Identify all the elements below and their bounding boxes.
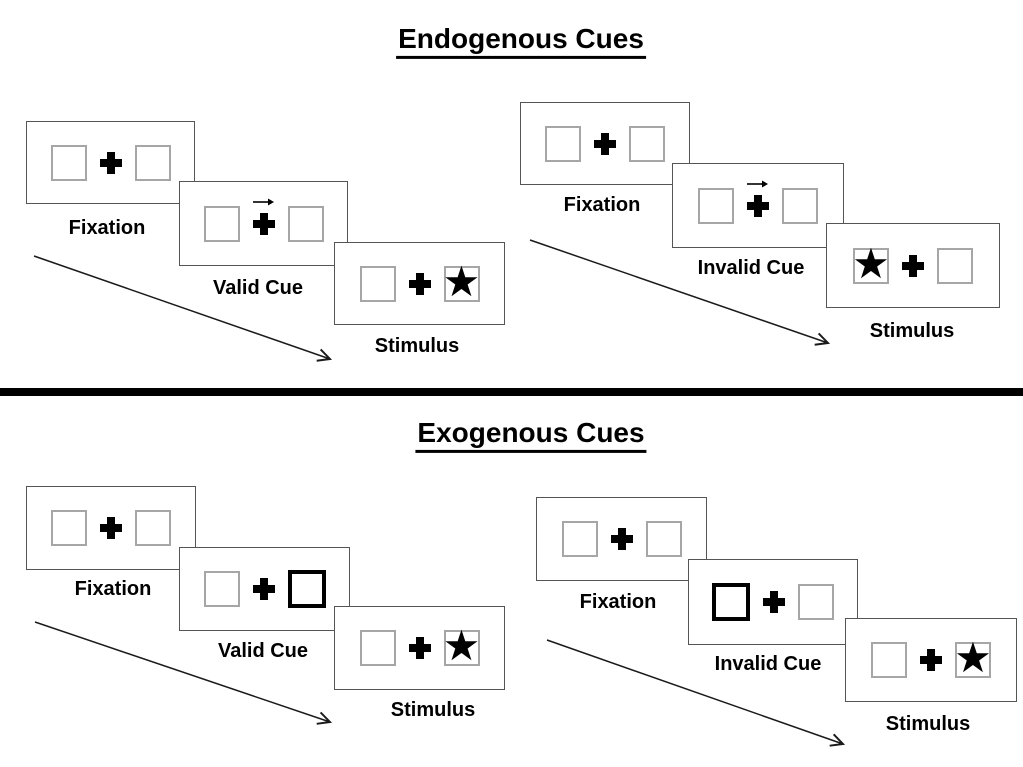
panel-label-fixation: Fixation — [74, 578, 152, 600]
fixation-cross-icon — [747, 194, 769, 217]
panel-label-invalid-cue: Invalid Cue — [714, 653, 822, 675]
fixation-cross-icon — [763, 591, 785, 613]
placeholder-box-left — [51, 510, 87, 546]
cue-panel — [688, 559, 858, 645]
placeholder-box-right — [798, 584, 834, 620]
fixation-cross-icon — [920, 649, 942, 671]
section-title-endogenous: Endogenous Cues — [396, 23, 646, 60]
placeholder-box-left — [561, 521, 598, 557]
fixation-cross-icon — [594, 132, 616, 155]
section-title-exogenous: Exogenous Cues — [415, 417, 647, 454]
placeholder-box-left — [871, 642, 907, 678]
fixation-cross-icon — [610, 528, 633, 550]
cue-box-highlight-left — [712, 583, 750, 621]
target-box-right: ★ — [443, 260, 481, 302]
placeholder-box-right — [135, 510, 171, 546]
panel-label-valid-cue: Valid Cue — [212, 277, 304, 299]
stimulus-panel: ★ — [334, 606, 505, 690]
fixation-panel — [520, 102, 690, 185]
panel-label-stimulus: Stimulus — [869, 320, 955, 342]
panel-label-stimulus: Stimulus — [390, 699, 476, 721]
target-box-right: ★ — [954, 637, 992, 679]
placeholder-box-left — [50, 144, 87, 181]
sequence-arrow-endogenous-valid — [33, 255, 333, 362]
panel-label-fixation: Fixation — [68, 217, 146, 239]
fixation-cross-icon — [408, 637, 431, 659]
placeholder-box-right — [782, 187, 818, 224]
cue-box-highlight-right — [287, 570, 326, 608]
panel-label-stimulus: Stimulus — [374, 335, 460, 357]
cue-arrow-right-icon — [747, 180, 768, 187]
stimulus-panel: ★ — [334, 242, 505, 325]
fixation-panel — [26, 486, 196, 570]
placeholder-box-left — [203, 571, 240, 607]
target-box-right: ★ — [443, 625, 481, 667]
panel-label-fixation: Fixation — [563, 194, 641, 216]
placeholder-box-left — [359, 265, 396, 302]
placeholder-box-right — [937, 247, 973, 284]
placeholder-box-right — [645, 521, 682, 557]
target-box-left: ★ — [852, 242, 890, 284]
cue-arrow-right-icon — [252, 198, 274, 205]
fixation-panel — [536, 497, 707, 581]
target-star-icon: ★ — [852, 239, 890, 287]
target-star-icon: ★ — [442, 622, 481, 669]
fixation-panel — [26, 121, 195, 204]
panel-label-valid-cue: Valid Cue — [217, 640, 309, 662]
fixation-cross-icon — [252, 212, 275, 235]
placeholder-box-left — [545, 125, 581, 162]
cue-panel — [179, 547, 350, 631]
sequence-arrow-exogenous-valid — [34, 621, 333, 725]
panel-label-invalid-cue: Invalid Cue — [697, 257, 805, 279]
placeholder-box-right — [629, 125, 665, 162]
stimulus-panel: ★ — [826, 223, 1000, 308]
stimulus-panel: ★ — [845, 618, 1017, 702]
placeholder-box-right — [134, 144, 171, 181]
placeholder-box-left — [203, 205, 240, 242]
target-star-icon: ★ — [954, 634, 992, 681]
placeholder-box-right — [287, 205, 324, 242]
fixation-cross-icon — [252, 578, 275, 600]
section-divider — [0, 388, 1023, 396]
panel-label-stimulus: Stimulus — [885, 713, 971, 735]
fixation-cross-icon — [99, 151, 122, 174]
fixation-cross-icon — [902, 254, 924, 277]
fixation-cross-icon — [408, 272, 431, 295]
fixation-cross-icon — [100, 517, 122, 539]
sequence-arrow-endogenous-invalid — [529, 239, 831, 346]
panel-label-fixation: Fixation — [579, 591, 657, 613]
placeholder-box-left — [698, 187, 734, 224]
cue-panel — [672, 163, 844, 248]
placeholder-box-left — [359, 630, 396, 666]
cue-panel — [179, 181, 348, 266]
target-star-icon: ★ — [442, 257, 481, 305]
